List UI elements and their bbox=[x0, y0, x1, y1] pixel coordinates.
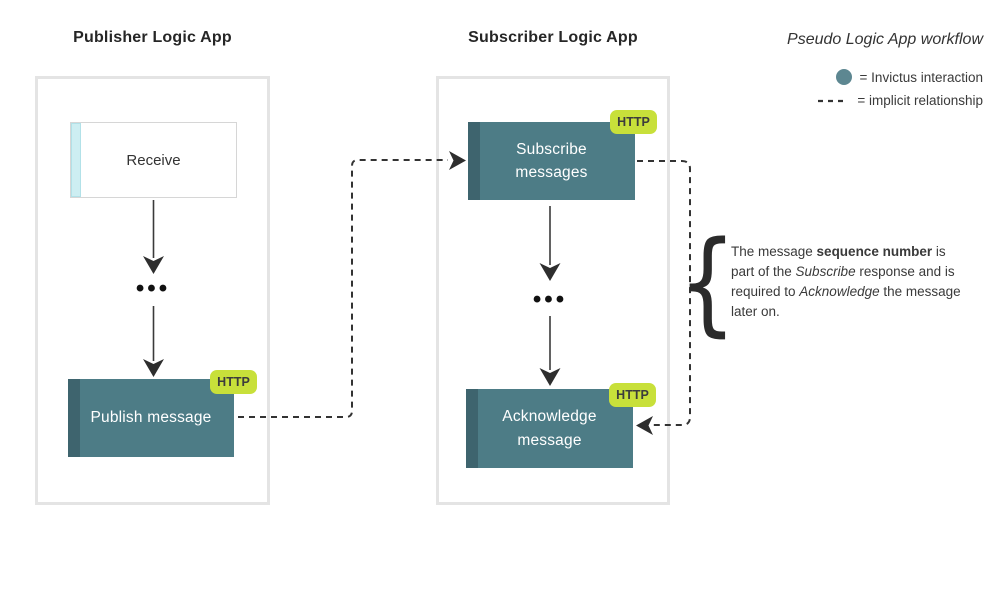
annotation-text: The message sequence number is part of t… bbox=[731, 242, 993, 322]
acknowledge-message-label: Acknowledge message bbox=[502, 408, 597, 449]
publisher-ellipsis: ••• bbox=[135, 275, 171, 302]
receive-accent-strip bbox=[71, 123, 81, 197]
legend-title: Pseudo Logic App workflow bbox=[787, 31, 983, 48]
publish-message-label: Publish message bbox=[90, 409, 212, 427]
receive-label: Receive bbox=[126, 151, 181, 169]
annotation-line: part of the Subscribe response and is bbox=[731, 264, 955, 279]
legend-item-label: = Invictus interaction bbox=[859, 69, 983, 85]
annotation-line: The message sequence number is bbox=[731, 244, 946, 259]
legend-item-invictus: = Invictus interaction bbox=[835, 69, 983, 85]
subscriber-title: Subscriber Logic App bbox=[468, 29, 638, 46]
subscribe-messages-step: Subscribe messages bbox=[468, 122, 635, 200]
acknowledge-message-step: Acknowledge message bbox=[466, 389, 633, 468]
legend: = Invictus interaction = implicit relati… bbox=[817, 69, 983, 108]
receive-step: Receive bbox=[70, 122, 237, 198]
publisher-title: Publisher Logic App bbox=[73, 29, 232, 46]
dashed-line-icon bbox=[818, 99, 849, 102]
publish-message-step: Publish message bbox=[68, 379, 234, 457]
http-badge-publish: HTTP bbox=[210, 370, 257, 394]
annotation-line: required to Acknowledge the message bbox=[731, 284, 961, 299]
dashed-connector-publish-to-subscribe bbox=[238, 151, 466, 418]
subscriber-ellipsis: ••• bbox=[532, 286, 568, 313]
annotation-line: later on. bbox=[731, 304, 780, 319]
invictus-circle-icon bbox=[835, 69, 852, 85]
curly-brace: { bbox=[678, 218, 737, 348]
legend-item-implicit: = implicit relationship bbox=[817, 93, 983, 108]
http-badge-acknowledge: HTTP bbox=[609, 383, 656, 407]
legend-item-label: = implicit relationship bbox=[857, 93, 983, 108]
subscribe-messages-label: Subscribe messages bbox=[515, 140, 588, 181]
http-badge-subscribe: HTTP bbox=[610, 110, 657, 134]
